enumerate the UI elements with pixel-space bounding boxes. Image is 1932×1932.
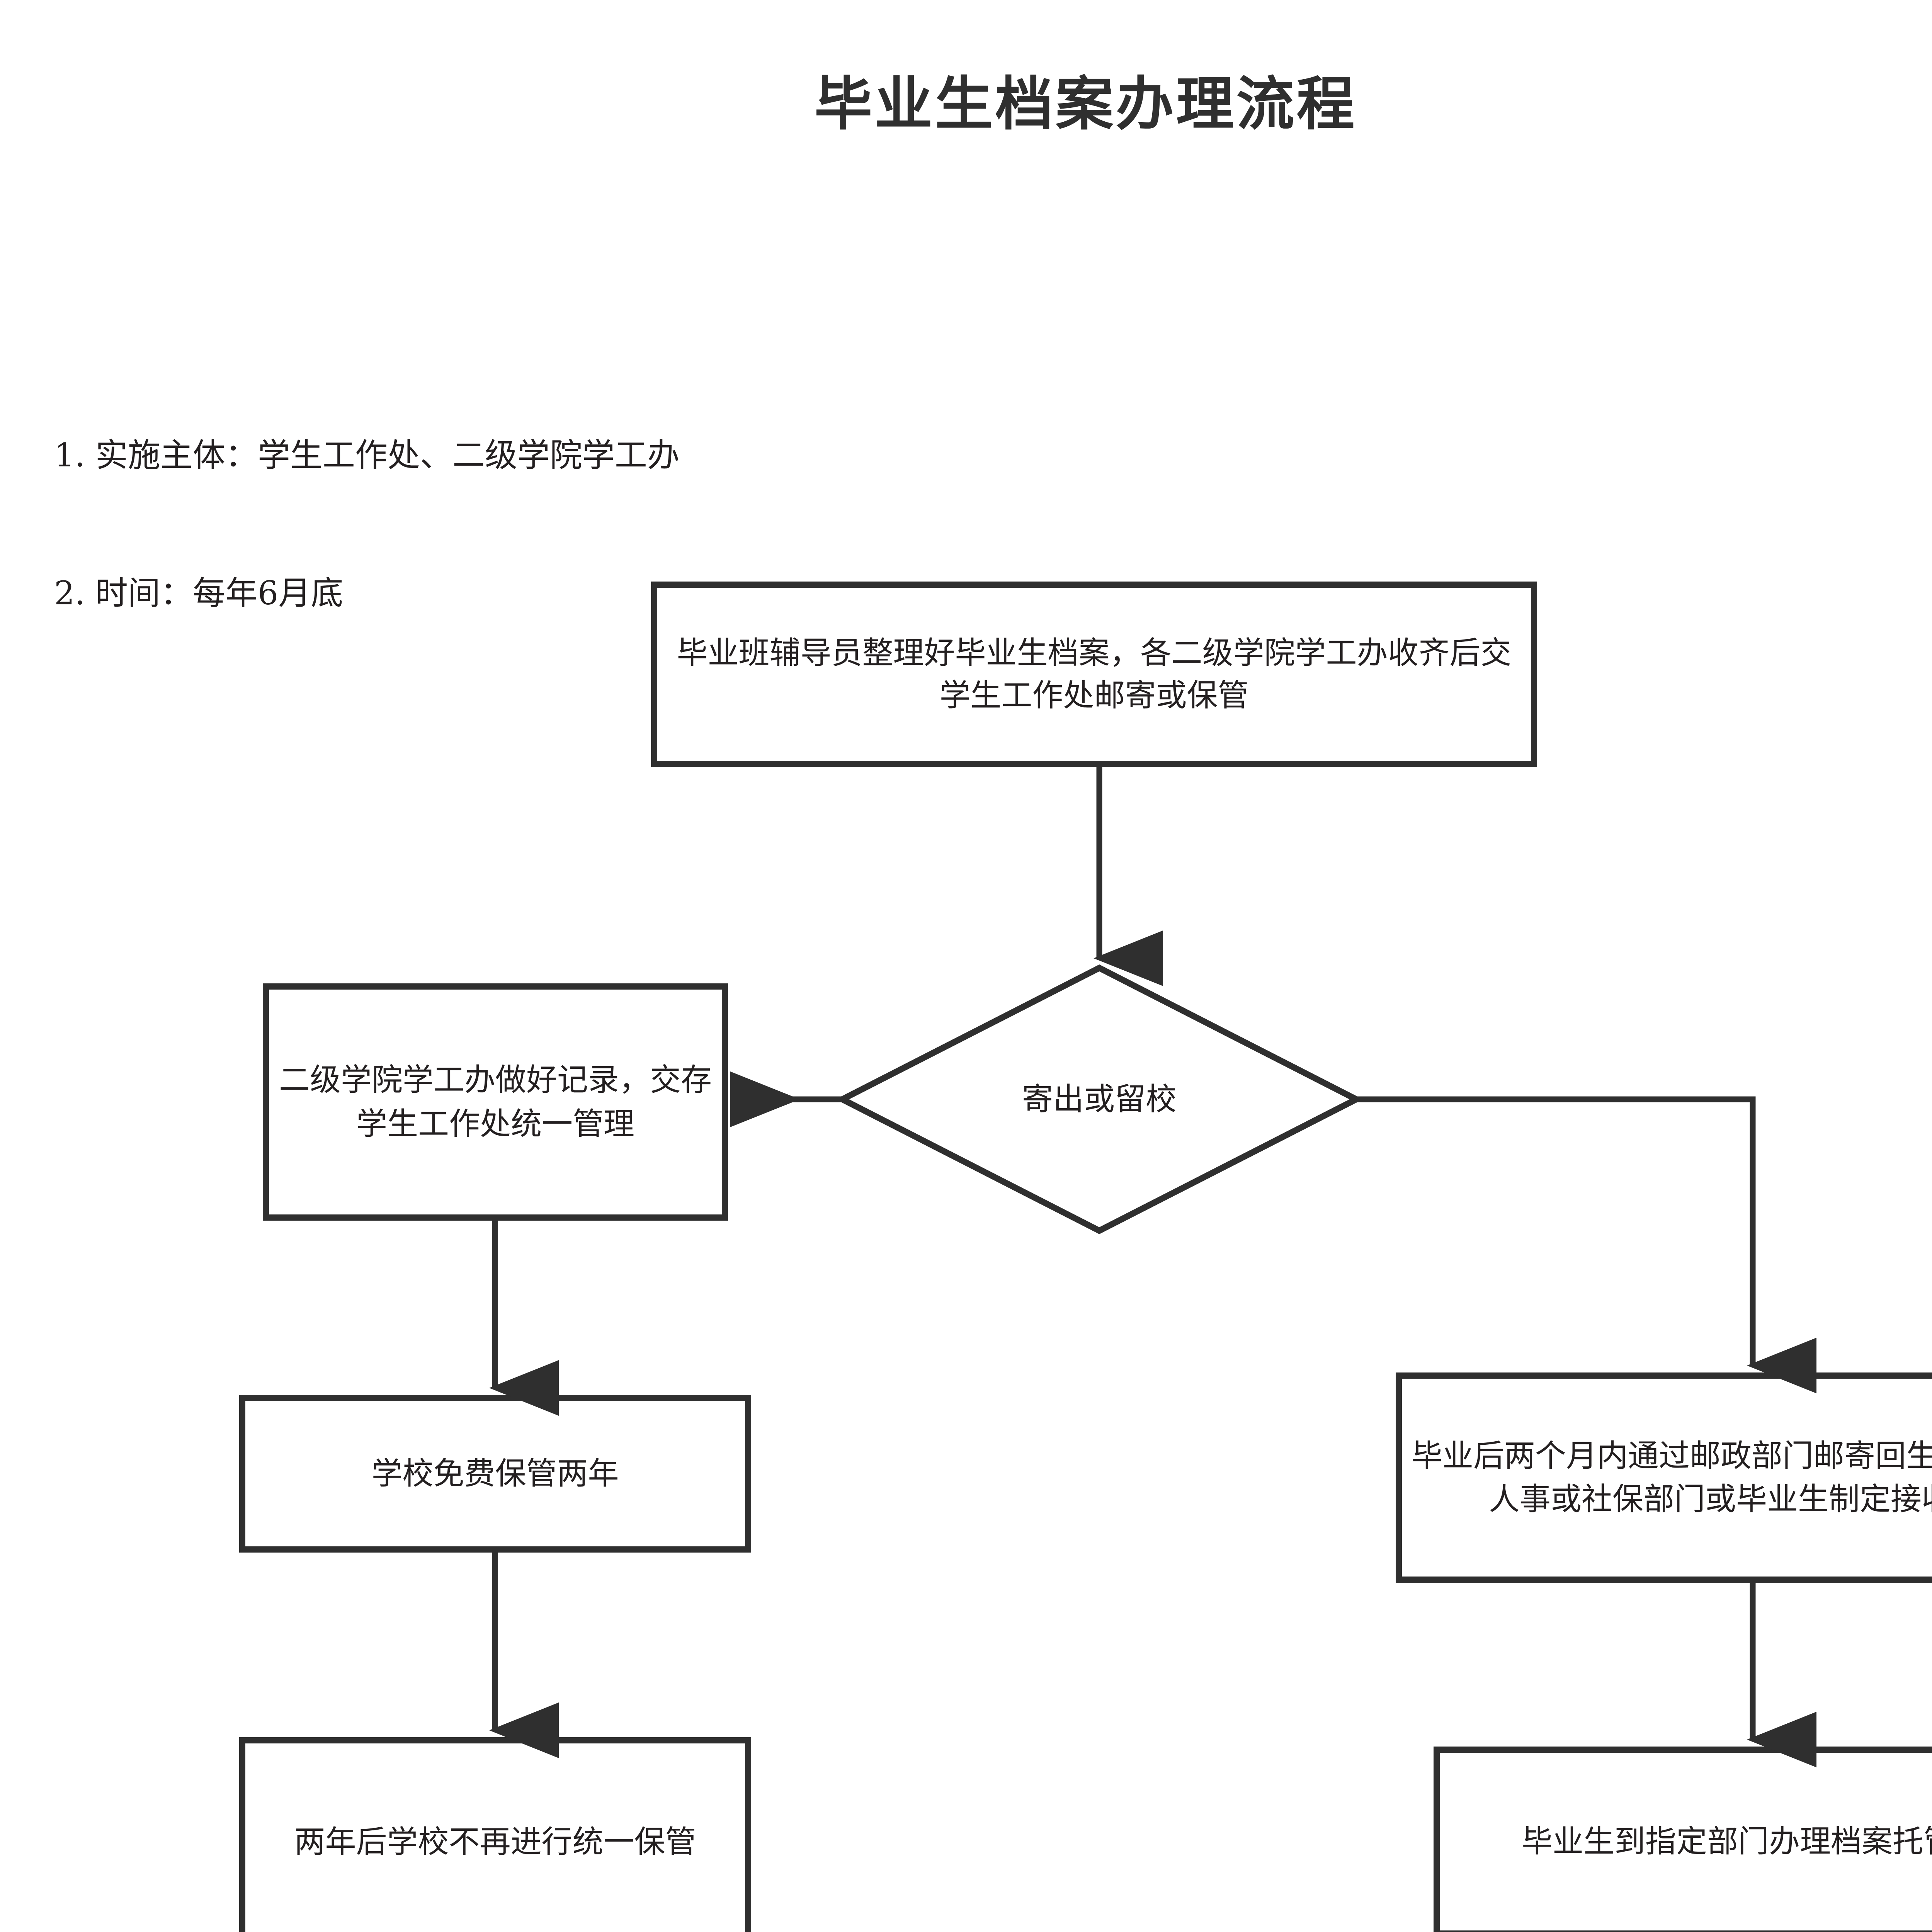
- page-title: 毕业生档案办理流程: [814, 71, 1357, 138]
- node-n5-shape: [239, 1737, 751, 1932]
- node-n4-shape: [239, 1395, 751, 1553]
- node-n1-shape: [651, 582, 1537, 767]
- node-n7-shape: [1434, 1747, 1932, 1932]
- note-line-1: 1. 实施主体：学生工作处、二级学院学工办: [54, 436, 680, 474]
- note-line-2: 2. 时间：每年6月底: [54, 574, 344, 612]
- node-n6-shape: [1396, 1372, 1932, 1583]
- node-n3-shape: [263, 983, 728, 1221]
- notes-block: 1. 实施主体：学生工作处、二级学院学工办 2. 时间：每年6月底: [54, 340, 680, 709]
- edge-n2-to-n6: [1356, 1096, 1816, 1394]
- node-n2-shape: [835, 964, 1363, 1234]
